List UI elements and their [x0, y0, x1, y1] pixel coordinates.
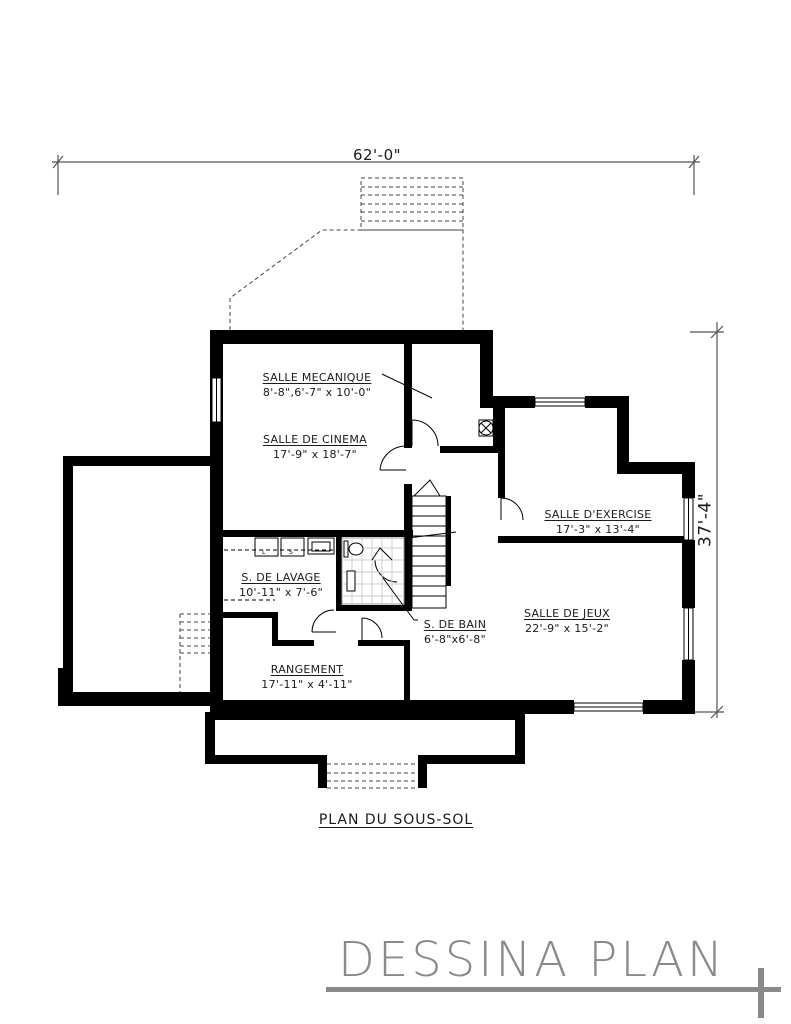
brand-logo-text: DESSINA PLAN [338, 932, 726, 988]
front-porch-steps [327, 763, 418, 789]
room-name: SALLE MECANIQUE [262, 371, 372, 384]
room-name: S. DE BAIN [423, 618, 487, 631]
room-dimensions: 10'-11" x 7'-6" [238, 586, 324, 599]
laundry-fixtures [224, 537, 336, 601]
washer-label: L [262, 549, 266, 556]
room-dimensions: 8'-8",6'-7" x 10'-0" [262, 386, 372, 399]
overall-depth-label: 37'-4" [695, 492, 716, 548]
room-name: SALLE D'EXERCISE [544, 508, 652, 521]
room-dimensions: 6'-8"x6'-8" [424, 633, 486, 646]
mech-room-leader-line [381, 373, 433, 399]
room-name: SALLE DE JEUX [523, 607, 611, 620]
room-label-salle-de-jeux: SALLE DE JEUX 22'-9" x 15'-2" [524, 604, 610, 634]
room-label-salle-de-cinema: SALLE DE CINEMA 17'-9" x 18'-7" [263, 430, 367, 460]
bath-leader-line [382, 577, 415, 621]
room-label-salle-exercise: SALLE D'EXERCISE 17'-3" x 13'-4" [544, 505, 651, 535]
room-dimensions: 17'-9" x 18'-7" [272, 448, 358, 461]
room-label-salle-de-bain: S. DE BAIN 6'-8"x6'-8" [424, 615, 486, 645]
dryer-label: S [289, 549, 293, 556]
room-dimensions: 17'-11" x 4'-11" [261, 678, 353, 691]
width-dimension-line [52, 155, 700, 195]
room-label-salle-de-lavage: S. DE LAVAGE 10'-11" x 7'-6" [239, 568, 323, 598]
room-dimensions: 22'-9" x 15'-2" [524, 622, 610, 635]
depth-dimension-line [690, 322, 724, 719]
room-name: S. DE LAVAGE [241, 571, 321, 584]
furnace-symbol [478, 419, 494, 437]
interior-walls [223, 344, 684, 708]
room-label-rangement: RANGEMENT 17'-11" x 4'-11" [261, 660, 352, 690]
garage-walls [58, 456, 218, 706]
brand-line [326, 968, 781, 1018]
plan-title: PLAN DU SOUS-SOL [318, 812, 474, 828]
front-porch-walls [205, 712, 525, 788]
bathroom-fixtures [341, 537, 405, 605]
room-name: RANGEMENT [270, 663, 344, 676]
exterior-stairs-top [229, 177, 464, 330]
room-name: SALLE DE CINEMA [263, 433, 367, 446]
overall-width-label: 62'-0" [352, 146, 402, 164]
garage-stairs [179, 613, 210, 692]
room-dimensions: 17'-3" x 13'-4" [555, 523, 641, 536]
exterior-walls [210, 330, 695, 714]
interior-stairs [407, 479, 457, 609]
room-label-salle-mecanique: SALLE MECANIQUE 8'-8",6'-7" x 10'-0" [263, 368, 372, 398]
windows [211, 377, 694, 712]
